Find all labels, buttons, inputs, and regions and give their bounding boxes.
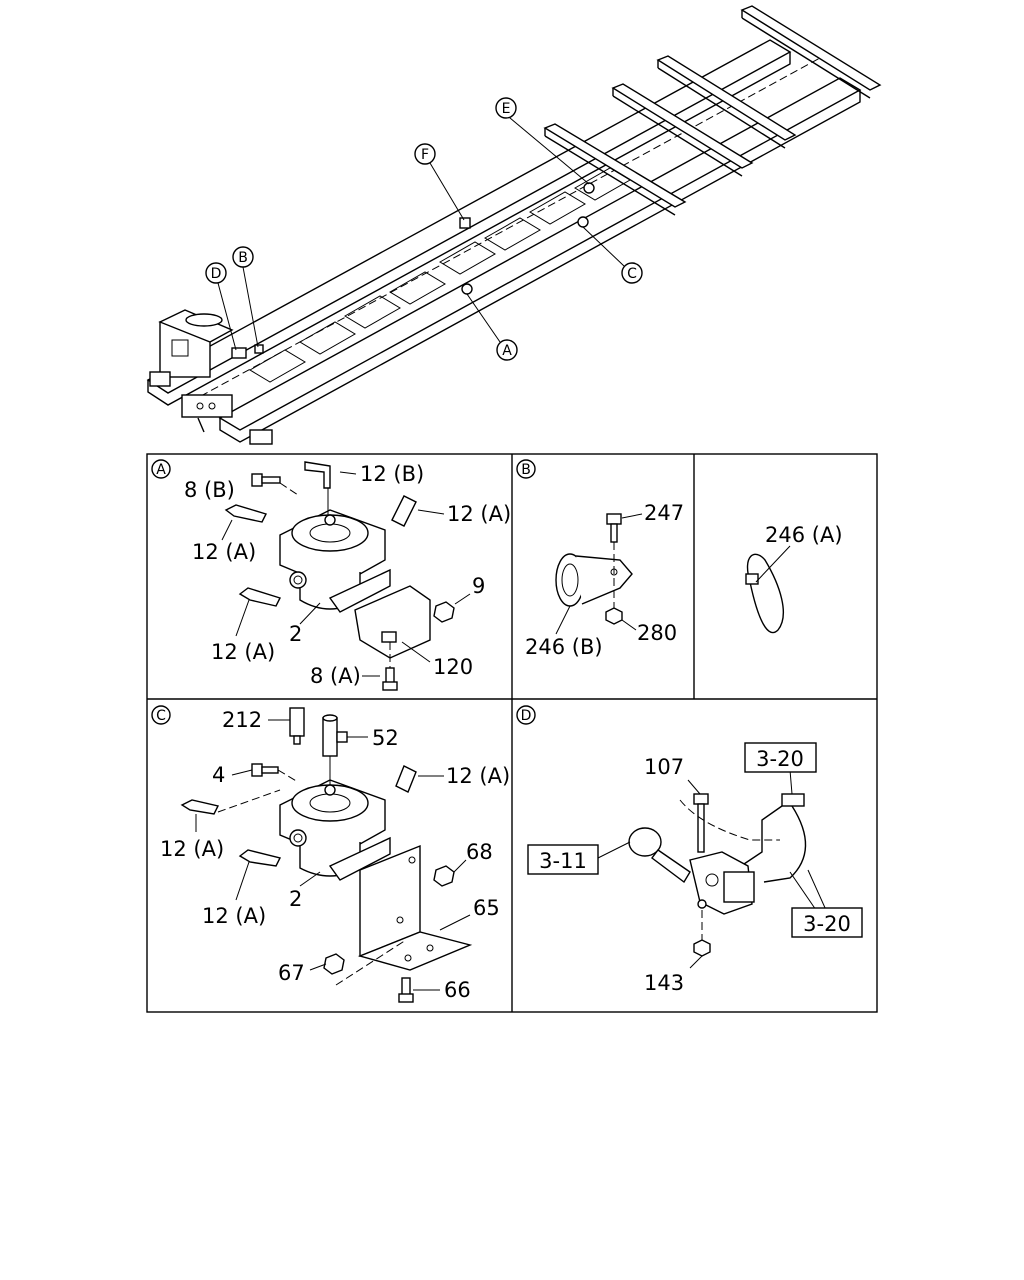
label-107: 107 (644, 755, 684, 779)
cable-tie-246a (745, 553, 784, 634)
clip-246b (555, 553, 633, 607)
label-66: 66 (444, 978, 471, 1002)
label-12a-left: 12 (A) (192, 540, 256, 564)
panel-c-marker: C (151, 705, 171, 725)
overview-leader-lines (217, 117, 625, 351)
chassis-component-marks (231, 182, 595, 359)
label-4: 4 (212, 763, 225, 787)
tee-fitting-52 (322, 714, 348, 757)
svg-text:3-20: 3-20 (756, 747, 804, 771)
elbow-fitting-12b (304, 461, 331, 489)
svg-text:D: D (521, 708, 532, 724)
panel-b: B 247 280 246 (B) 246 (A) (516, 459, 843, 659)
svg-text:C: C (156, 708, 166, 724)
panel-d: D (516, 705, 863, 995)
panel-b-leaders (555, 513, 791, 635)
label-246a: 246 (A) (765, 523, 843, 547)
label-246b: 246 (B) (525, 635, 603, 659)
label-12a-left-c: 12 (A) (160, 837, 224, 861)
label-280: 280 (637, 621, 677, 645)
chassis-frame-overview: A B C D E F (146, 5, 882, 445)
svg-text:3-20: 3-20 (803, 912, 851, 936)
label-12a-bottom-c: 12 (A) (202, 904, 266, 928)
callout-c: C (621, 262, 643, 284)
panel-a: A (151, 459, 511, 691)
ref-box-3-11: 3-11 (527, 844, 599, 875)
bolt-66 (398, 977, 414, 1003)
nut-67 (323, 953, 345, 975)
chassis-side-rails (146, 39, 862, 443)
callout-f: F (414, 143, 436, 165)
elbow-fitting-12a-left (224, 504, 267, 523)
valve-assembly-d (628, 827, 755, 915)
svg-text:C: C (627, 266, 637, 282)
svg-text:F: F (421, 147, 429, 163)
chassis-front-end (149, 309, 273, 445)
bracket-65 (357, 844, 473, 971)
callout-b: B (232, 246, 254, 268)
bolt-247 (606, 513, 622, 543)
panel-d-marker: D (516, 705, 536, 725)
elbow-fitting-12a-top (391, 495, 417, 527)
label-12a-bottom: 12 (A) (211, 640, 275, 664)
svg-text:D: D (211, 266, 222, 282)
label-68: 68 (466, 840, 493, 864)
elbow-fitting-12a-right (395, 765, 417, 793)
callout-a: A (496, 339, 518, 361)
relay-valve-a (279, 509, 391, 613)
callout-e: E (495, 97, 517, 119)
label-247: 247 (644, 501, 684, 525)
panel-a-leaders (221, 471, 471, 677)
elbow-fitting-12a-left-c (180, 799, 220, 815)
panel-b-marker: B (516, 459, 536, 479)
panel-c: C (151, 705, 510, 1003)
nut-68 (433, 865, 455, 887)
label-65: 65 (473, 896, 500, 920)
nut-143 (693, 939, 711, 957)
label-8a: 8 (A) (310, 664, 361, 688)
bolt-107 (693, 793, 709, 853)
ref-box-3-20-top: 3-20 (744, 742, 817, 773)
label-212: 212 (222, 708, 262, 732)
nut-9 (433, 601, 455, 623)
nut-280 (605, 607, 623, 625)
ref-box-3-20-bottom: 3-20 (791, 907, 863, 938)
label-12b: 12 (B) (360, 462, 424, 486)
detail-panel-grid (146, 453, 878, 1013)
label-9: 9 (472, 574, 485, 598)
label-67: 67 (278, 961, 305, 985)
label-12a-right: 12 (A) (446, 764, 510, 788)
panel-c-leaders (195, 719, 471, 991)
label-120: 120 (433, 655, 473, 679)
svg-text:B: B (521, 462, 531, 478)
panel-d-leaders (597, 769, 827, 969)
svg-text:A: A (502, 343, 512, 359)
elbow-fitting-12a-bottom (238, 587, 281, 607)
panel-a-marker: A (151, 459, 171, 479)
bolt-4 (251, 763, 279, 777)
label-52: 52 (372, 726, 399, 750)
svg-text:A: A (156, 462, 166, 478)
label-2-c: 2 (289, 887, 302, 911)
svg-text:E: E (502, 101, 511, 117)
fitting-212 (289, 707, 305, 745)
chassis-cross-members (543, 5, 882, 216)
label-8b: 8 (B) (184, 478, 235, 502)
chassis-frame-panels (249, 167, 631, 383)
pipe-fitting-3-20 (743, 793, 807, 883)
callout-d: D (205, 262, 227, 284)
label-143: 143 (644, 971, 684, 995)
elbow-fitting-12a-bottom-c (238, 849, 282, 867)
svg-text:B: B (238, 250, 248, 266)
label-12a-top: 12 (A) (447, 502, 511, 526)
bolt-8b (251, 473, 281, 487)
label-2: 2 (289, 622, 302, 646)
bolt-8a (382, 667, 398, 691)
bracket-120 (354, 585, 431, 659)
svg-text:3-11: 3-11 (539, 849, 587, 873)
